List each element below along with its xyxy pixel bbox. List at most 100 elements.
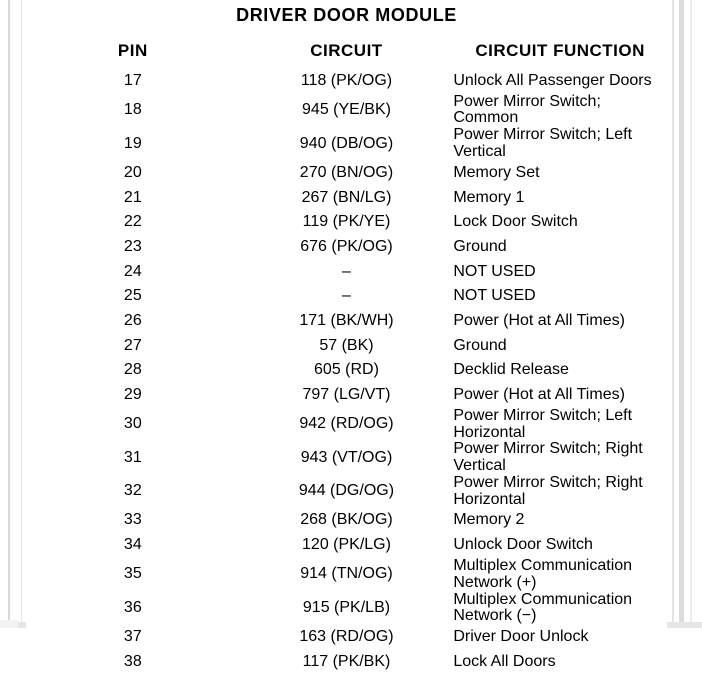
cell-circuit: 118 (PK/OG) — [239, 69, 454, 94]
cell-circuit-function: Power (Hot at All Times) — [453, 309, 667, 334]
cell-circuit: 57 (BK) — [239, 333, 454, 359]
cell-circuit: – — [239, 284, 454, 309]
column-header-pin: PIN — [26, 32, 240, 69]
cell-circuit: 943 (VT/OG) — [239, 441, 454, 475]
cell-pin: 23 — [26, 234, 240, 260]
cell-circuit-function: Power (Hot at All Times) — [453, 383, 667, 408]
table-title-row: DRIVER DOOR MODULE — [26, 0, 667, 32]
cell-pin: 17 — [26, 69, 240, 94]
cell-circuit: 605 (RD) — [239, 358, 454, 384]
cell-pin: 21 — [26, 185, 240, 211]
cell-circuit: 942 (RD/OG) — [239, 407, 454, 442]
cell-circuit-function: Decklid Release — [453, 358, 667, 384]
cell-pin: 19 — [26, 127, 240, 161]
cell-circuit: 914 (TN/OG) — [239, 557, 454, 592]
cell-circuit-function: Power Mirror Switch; Common — [453, 93, 667, 128]
cell-circuit-function: Memory 2 — [453, 508, 667, 534]
scan-edge-left-line — [8, 0, 10, 628]
cell-circuit: 940 (DB/OG) — [239, 127, 454, 161]
cell-circuit: 915 (PK/LB) — [239, 591, 454, 626]
cell-circuit: 267 (BN/LG) — [239, 185, 454, 211]
cell-circuit: 268 (BK/OG) — [239, 508, 454, 534]
cell-pin: 30 — [26, 407, 240, 442]
cell-circuit: 163 (RD/OG) — [239, 625, 454, 650]
cell-circuit-function: Power Mirror Switch; Right Horizontal — [453, 474, 667, 509]
cell-circuit-function: NOT USED — [453, 284, 667, 309]
cell-pin: 24 — [26, 259, 240, 285]
cell-pin: 34 — [26, 533, 240, 558]
cell-pin: 28 — [26, 358, 240, 384]
cell-circuit: 676 (PK/OG) — [239, 234, 454, 260]
cell-pin: 33 — [26, 508, 240, 534]
cell-circuit: 945 (YE/BK) — [239, 93, 454, 128]
cell-pin: 36 — [26, 591, 240, 626]
table-row: 24–NOT USED — [26, 259, 667, 285]
cell-circuit-function: Lock All Doors — [453, 649, 667, 674]
cell-circuit-function: Memory Set — [453, 160, 667, 186]
column-header-circuit: CIRCUIT — [239, 32, 454, 69]
scan-edge-right-line-a — [672, 0, 674, 628]
cell-pin: 29 — [26, 383, 240, 408]
scan-edge-left-line-2 — [21, 0, 22, 628]
cell-circuit: 797 (LG/VT) — [239, 383, 454, 408]
cell-circuit-function: Power Mirror Switch; Right Vertical — [453, 441, 667, 475]
cell-circuit: – — [239, 259, 454, 285]
cell-circuit-function: Multiplex Communication Network (−) — [453, 591, 667, 626]
driver-door-module-pinout-table: DRIVER DOOR MODULE PIN CIRCUIT CIRCUIT F… — [26, 0, 667, 674]
cell-pin: 25 — [26, 284, 240, 309]
cell-circuit-function: Ground — [453, 234, 667, 260]
cell-circuit-function: Unlock All Passenger Doors — [453, 69, 667, 94]
cell-pin: 27 — [26, 333, 240, 359]
cell-circuit: 944 (DG/OG) — [239, 474, 454, 509]
cell-circuit-function: Power Mirror Switch; Left Vertical — [453, 126, 667, 161]
cell-circuit: 117 (PK/BK) — [239, 649, 454, 674]
scan-edge-right-line-c — [690, 0, 692, 628]
scan-edge-right-line-b — [679, 0, 684, 628]
column-header-circuit-function: CIRCUIT FUNCTION — [453, 32, 667, 69]
cell-circuit-function: Power Mirror Switch; Left Horizontal — [453, 407, 667, 442]
scan-edge-bottom-corner — [0, 620, 18, 628]
cell-circuit: 171 (BK/WH) — [239, 309, 454, 334]
cell-circuit: 270 (BN/OG) — [239, 160, 454, 186]
cell-pin: 18 — [26, 93, 240, 128]
cell-circuit-function: NOT USED — [453, 259, 667, 285]
cell-circuit-function: Driver Door Unlock — [453, 625, 667, 650]
cell-pin: 32 — [26, 474, 240, 509]
cell-pin: 37 — [26, 625, 240, 650]
cell-pin: 22 — [26, 210, 240, 235]
cell-circuit: 120 (PK/LG) — [239, 533, 454, 558]
table-header-row: PIN CIRCUIT CIRCUIT FUNCTION — [26, 32, 667, 69]
cell-pin: 35 — [26, 557, 240, 592]
table-row: 25–NOT USED — [26, 284, 667, 309]
cell-circuit-function: Lock Door Switch — [453, 210, 667, 235]
cell-circuit-function: Memory 1 — [453, 185, 667, 211]
cell-pin: 20 — [26, 160, 240, 186]
cell-circuit-function: Ground — [453, 333, 667, 359]
cell-circuit-function: Multiplex Communication Network (+) — [453, 557, 667, 592]
page-title: DRIVER DOOR MODULE — [26, 0, 667, 32]
cell-pin: 31 — [26, 441, 240, 475]
cell-pin: 26 — [26, 309, 240, 334]
cell-circuit: 119 (PK/YE) — [239, 210, 454, 235]
